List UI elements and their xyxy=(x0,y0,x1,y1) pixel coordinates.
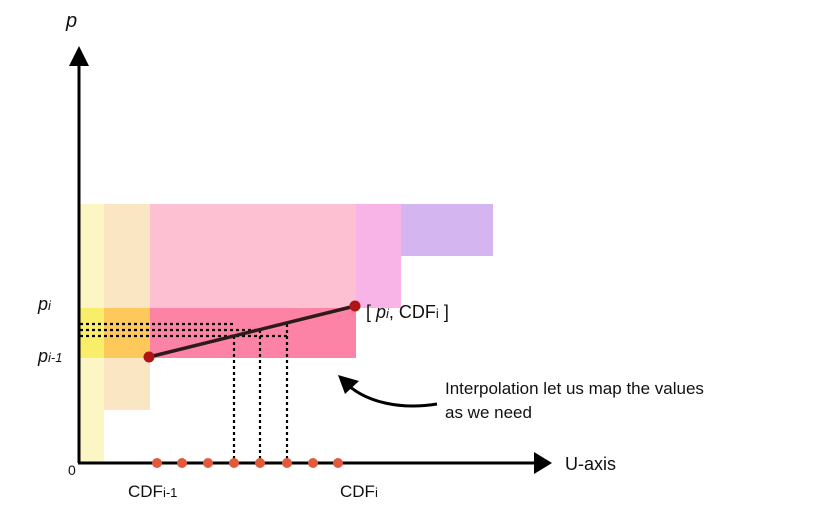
point-end xyxy=(349,300,361,312)
tick-p-i-minus-1: pi-1 xyxy=(38,346,62,367)
point-label-sep: , CDF xyxy=(388,302,436,322)
tick-cdf-i-minus-1-sub: i-1 xyxy=(162,485,178,500)
tick-cdf-i-minus-1-main: CDF xyxy=(128,482,163,501)
u-dot xyxy=(308,458,318,468)
tick-cdf-i-main: CDF xyxy=(340,482,375,501)
tick-p-i: pi xyxy=(38,294,51,315)
region-pink-top xyxy=(150,204,356,308)
tick-cdf-i-sub: i xyxy=(374,485,378,500)
annotation-arrow-curve xyxy=(348,384,438,408)
u-dot xyxy=(203,458,213,468)
u-dot xyxy=(333,458,343,468)
tick-p-i-main: p xyxy=(38,294,49,314)
region-magenta-top xyxy=(356,204,401,308)
origin-label: 0 xyxy=(68,462,76,478)
u-dot xyxy=(255,458,265,468)
point-label-cdf-sub: i xyxy=(435,306,439,321)
y-axis-label: p xyxy=(66,10,78,32)
point-start xyxy=(143,351,155,363)
interpolation-annotation: Interpolation let us map the values as we… xyxy=(445,377,805,425)
tick-cdf-i: CDFi xyxy=(340,482,378,502)
u-dot xyxy=(282,458,292,468)
band-orange xyxy=(104,308,150,358)
x-axis-arrowhead xyxy=(534,452,552,474)
annotation-line-1: Interpolation let us map the values xyxy=(445,379,704,398)
y-axis-arrowhead xyxy=(69,46,89,66)
interpolation-line xyxy=(148,304,356,359)
tick-p-i-sub: i xyxy=(48,298,51,313)
point-coordinate-label: [ pi, CDFi ] xyxy=(366,302,449,323)
u-axis-dots xyxy=(152,458,343,468)
region-peach-column xyxy=(104,204,150,410)
point-label-close: ] xyxy=(438,302,449,322)
tick-p-i-minus-1-main: p xyxy=(38,346,49,366)
point-label-open: [ xyxy=(366,302,377,322)
region-purple-top xyxy=(401,204,493,256)
u-dot xyxy=(177,458,187,468)
band-yellow xyxy=(79,308,104,358)
dotted-guides xyxy=(80,322,289,462)
x-axis-label: U-axis xyxy=(565,454,617,474)
u-dot xyxy=(152,458,162,468)
annotation-arrowhead xyxy=(338,375,359,394)
point-label-p-sub: i xyxy=(386,306,389,321)
tick-cdf-i-minus-1: CDFi-1 xyxy=(128,482,177,502)
tick-p-i-minus-1-sub: i-1 xyxy=(48,350,63,365)
annotation-line-2: as we need xyxy=(445,403,532,422)
u-dot xyxy=(229,458,239,468)
point-label-p: p xyxy=(376,302,387,322)
